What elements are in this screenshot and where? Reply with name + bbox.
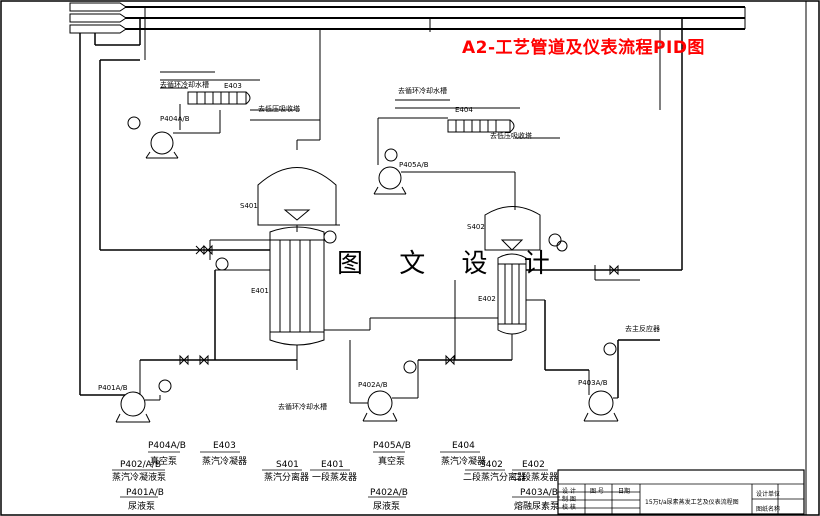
legend-tag: P404A/B <box>148 441 186 451</box>
tag-e401: E401 <box>251 287 269 295</box>
tb-drawing-name: 15万t/a尿素蒸发工艺及仪表流程图 <box>645 499 739 506</box>
watermark: 图 文 设 计 <box>337 249 564 279</box>
tag-e402: E402 <box>478 295 496 303</box>
legend-tag: P405A/B <box>373 441 411 451</box>
legend-name: 蒸汽分离器 <box>264 473 310 483</box>
tb-cell: 校 核 <box>562 504 576 511</box>
tag-p404: P404A/B <box>160 115 190 123</box>
legend-tag: P403A/B <box>520 488 558 498</box>
legend-name: 真空泵 <box>378 457 406 467</box>
legend-name: 二段蒸发器 <box>513 473 559 483</box>
header-pipes <box>125 6 745 30</box>
tb-cell: 设 计 <box>562 488 576 495</box>
stream-to-low-pressure-absorber-2: 去低压吸收塔 <box>490 132 532 140</box>
legend-tag: S402 <box>480 460 503 470</box>
legend-tag: P401A/B <box>126 488 164 498</box>
tag-p402: P402A/B <box>358 381 388 389</box>
legend-name: 一段蒸发器 <box>312 473 358 483</box>
pump-p404 <box>145 131 179 159</box>
legend-name: 蒸汽冷凝器 <box>202 457 248 467</box>
valve-group <box>179 244 619 366</box>
tb-right-1: 设计单位 <box>756 491 781 498</box>
tag-p405: P405A/B <box>399 161 429 169</box>
tag-s402: S402 <box>467 223 485 231</box>
stream-to-low-pressure-absorber: 去低压吸收塔 <box>258 105 300 113</box>
tag-e404: E404 <box>455 106 473 114</box>
legend-tag: E401 <box>321 460 344 470</box>
title-block <box>557 469 805 515</box>
legend-tag: E404 <box>452 441 475 451</box>
legend-tag: P402/A/B <box>120 460 162 470</box>
heat-exchanger-e403 <box>187 91 251 105</box>
drawing-title: A2-工艺管道及仪表流程PID图 <box>462 38 705 58</box>
tb-right-2: 图纸名称 <box>756 506 781 513</box>
tag-s401: S401 <box>240 202 258 210</box>
legend-tag: E402 <box>522 460 545 470</box>
tb-cell: 图 号 <box>590 488 604 495</box>
heat-exchanger-e404 <box>447 119 515 133</box>
instrument-bubble <box>127 116 141 130</box>
legend-name: 尿液泵 <box>128 502 156 512</box>
stream-to-cooling-water-2: 去循环冷却水槽 <box>398 87 447 95</box>
separator-s402 <box>484 206 541 251</box>
stream-to-main-process: 去主反应器 <box>625 325 660 333</box>
evaporator-e402 <box>497 253 527 335</box>
tb-cell: 制 图 <box>562 496 576 503</box>
tb-cell: 日期 <box>618 488 631 495</box>
header-pipe-arrows <box>69 2 127 34</box>
evaporator-e401 <box>269 225 325 346</box>
legend-tag: S401 <box>276 460 299 470</box>
tag-p401: P401A/B <box>98 384 128 392</box>
legend-name: 尿液泵 <box>373 502 401 512</box>
stream-to-cooling-water-3: 去循环冷却水槽 <box>278 403 327 411</box>
legend-name: 真空泵 <box>150 457 178 467</box>
separator-s401 <box>257 140 337 226</box>
tag-e403: E403 <box>224 82 242 90</box>
legend-name: 蒸汽冷凝液泵 <box>112 473 167 483</box>
legend-underlines <box>112 451 560 498</box>
legend-name: 熔融尿素泵 <box>514 502 560 512</box>
legend-name: 二段蒸汽分离器 <box>463 473 527 483</box>
pump-p405-upper <box>373 166 407 195</box>
pump-p401 <box>115 391 151 423</box>
legend-name: 蒸汽冷凝器 <box>441 457 487 467</box>
pump-p403 <box>583 390 619 422</box>
stream-to-cooling-water: 去循环冷却水槽 <box>160 81 209 89</box>
legend-tag: E403 <box>213 441 236 451</box>
pump-p402 <box>362 390 398 422</box>
tag-p403: P403A/B <box>578 379 608 387</box>
legend-tag: P402A/B <box>370 488 408 498</box>
